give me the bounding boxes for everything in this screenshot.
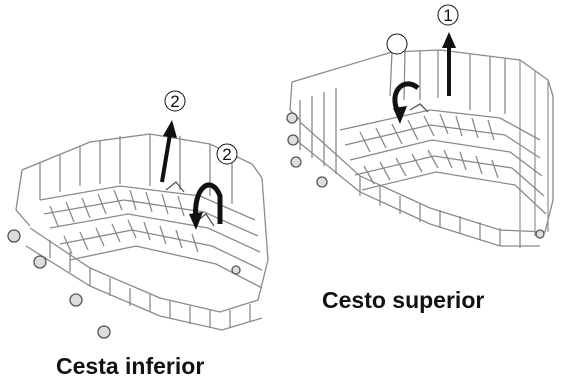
svg-text:1: 1 [443, 6, 452, 25]
lower-lift-arrow [160, 120, 177, 183]
lower-rotate-arrow [189, 182, 223, 230]
upper-basket-drawing [286, 49, 554, 248]
marker-step-one: 1 [437, 4, 459, 26]
upper-basket-caption: Cesto superior [322, 287, 485, 313]
lower-basket-drawing [7, 133, 269, 339]
upper-rotate-arrow [392, 81, 420, 124]
lower-basket-caption: Cesta inferior [56, 353, 205, 379]
marker-step-two-second: 2 [216, 143, 238, 165]
marker-step-two: 2 [164, 90, 186, 112]
svg-text:2: 2 [170, 92, 179, 111]
marker-blank [386, 33, 408, 55]
svg-text:2: 2 [222, 145, 231, 164]
upper-lift-arrow [442, 32, 456, 96]
